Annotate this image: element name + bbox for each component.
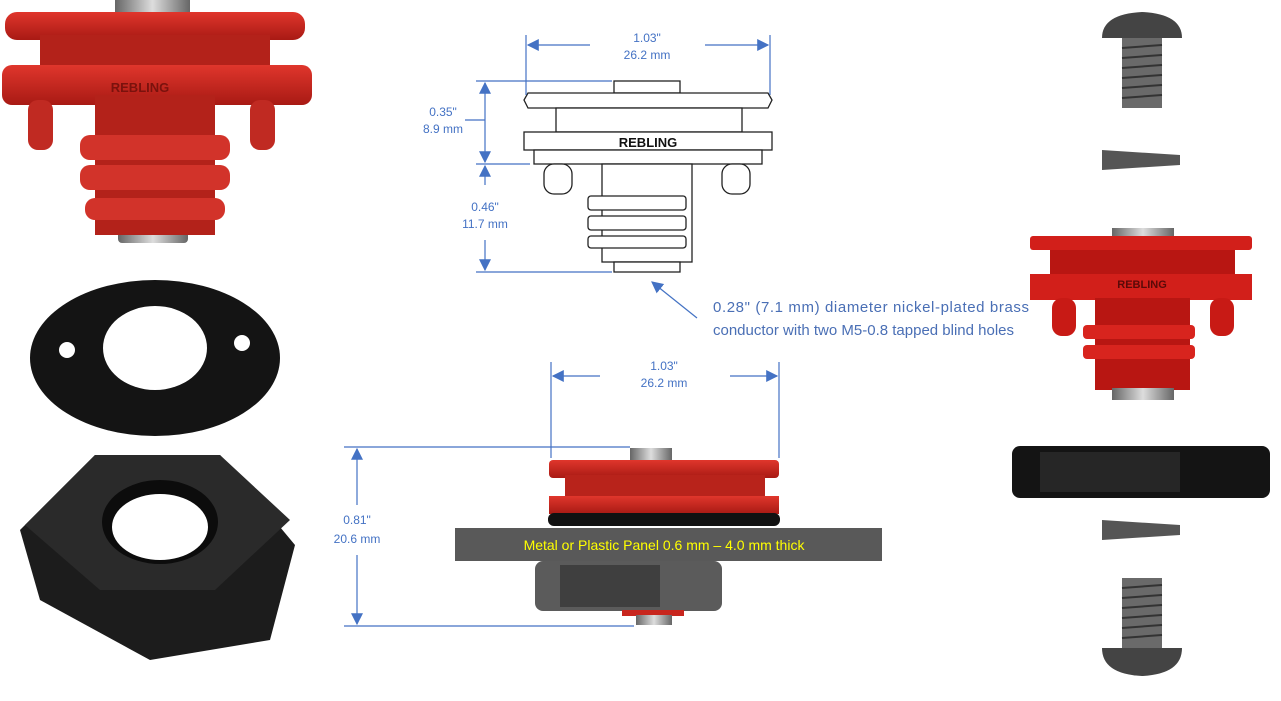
exploded-view: REBLING — [1012, 12, 1270, 676]
callout-line-2: conductor with two M5-0.8 tapped blind h… — [713, 322, 1014, 339]
assembly-width-dimension: 1.03" 26.2 mm — [550, 359, 780, 458]
top-wedge — [1102, 150, 1180, 170]
assembly-height-mm: 20.6 mm — [334, 532, 381, 546]
black-nut-render — [1012, 446, 1270, 498]
hex-nut-photo — [20, 455, 295, 660]
bottom-wedge — [1102, 520, 1180, 540]
bottom-screw — [1102, 578, 1182, 676]
assembly-width-in: 1.03" — [650, 359, 678, 373]
rubber-gasket-photo — [30, 280, 280, 436]
callout-line-1: 0.28" (7.1 mm) diameter nickel-plated br… — [713, 299, 1029, 316]
top-screw — [1102, 12, 1182, 108]
lower-height-dimension: 0.46" 11.7 mm — [462, 164, 612, 273]
terminal-line-drawing: REBLING — [523, 80, 773, 273]
upper-height-in: 0.35" — [429, 105, 457, 119]
red-terminal-render: REBLING — [1030, 228, 1252, 400]
top-width-dimension: 1.03" 26.2 mm — [525, 31, 771, 95]
top-width-in: 1.03" — [633, 31, 661, 45]
top-width-mm: 26.2 mm — [624, 48, 671, 62]
panel-assembly: Metal or Plastic Panel 0.6 mm – 4.0 mm t… — [455, 448, 882, 625]
brand-mark: REBLING — [111, 80, 170, 95]
red-terminal-photo: REBLING — [2, 0, 312, 243]
panel-label: Metal or Plastic Panel 0.6 mm – 4.0 mm t… — [524, 537, 806, 553]
drawing-brand-mark: REBLING — [619, 135, 678, 150]
conductor-callout: 0.28" (7.1 mm) diameter nickel-plated br… — [651, 281, 1029, 339]
upper-height-mm: 8.9 mm — [423, 122, 463, 136]
assembly-height-dimension: 0.81" 20.6 mm — [334, 446, 634, 627]
assembly-height-in: 0.81" — [343, 513, 371, 527]
render-brand-mark: REBLING — [1117, 279, 1167, 291]
assembly-width-mm: 26.2 mm — [641, 376, 688, 390]
panel — [455, 528, 882, 561]
lower-height-mm: 11.7 mm — [462, 217, 508, 231]
lower-height-in: 0.46" — [471, 200, 499, 214]
upper-height-dimension: 0.35" 8.9 mm — [423, 80, 612, 165]
